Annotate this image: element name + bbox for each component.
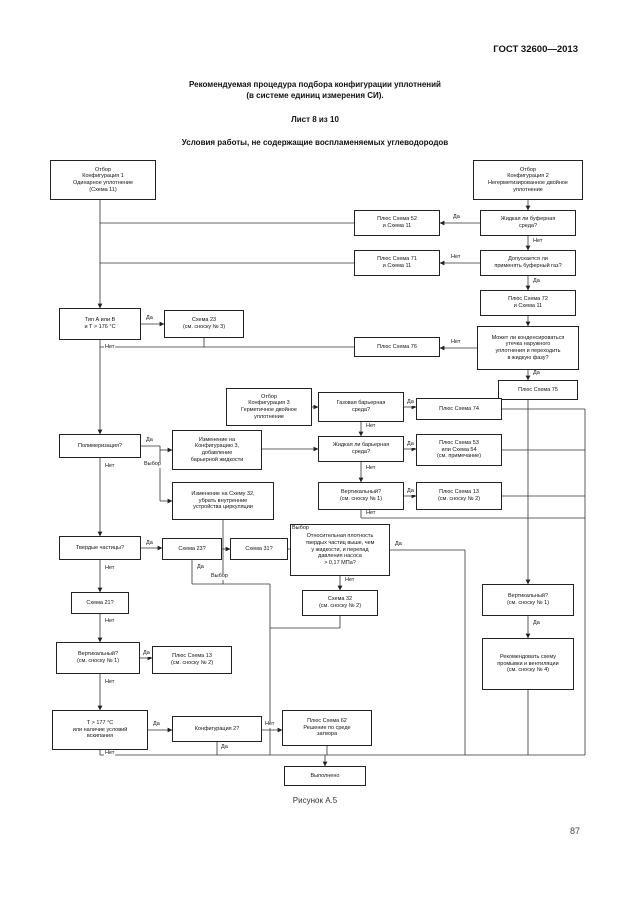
node-start-config2: Отбор Конфигурация 2 Негерметизированное… (473, 160, 583, 200)
node-plus-plan76: Плюс Схема 76 (354, 337, 440, 357)
node-plus-plan53-54: Плюс Схема 53 или Схема 54 (см. примечан… (416, 434, 502, 466)
decision-config2: Конфигурация 2? (172, 716, 262, 742)
decision-liquid-barrier: Жидкая ли барьерная среда? (318, 436, 404, 462)
decision-buffer-gas: Допускается ли применять буферный газ? (480, 250, 576, 276)
decision-type-ab-temp: Тип А или В и Т > 176 °С (59, 308, 141, 340)
decision-gas-barrier: Газовая барьерная среда? (318, 392, 404, 422)
edge-label-no: Нет (104, 344, 116, 351)
edge-label-no: Нет (264, 721, 276, 728)
edge-label-no: Нет (104, 750, 116, 757)
edge-label-yes: Да (532, 620, 541, 627)
edge-label-yes: Да (406, 399, 415, 406)
edge-label-yes: Да (220, 744, 229, 751)
edge-label-choice: Выбор (143, 461, 162, 468)
edge-label-yes: Да (196, 564, 205, 571)
node-plus-plan72: Плюс Схема 72 и Схема 11 (480, 290, 576, 316)
decision-plan23: Схема 23? (162, 538, 222, 560)
node-plan32-note2: Схема 32 (см. сноску № 2) (302, 590, 378, 616)
decision-plan21: Схема 21? (71, 592, 129, 614)
edge-label-yes: Да (406, 488, 415, 495)
edge-label-yes: Да (452, 214, 461, 221)
node-plan23-note3: Схема 23 (см. сноску № 3) (164, 310, 244, 338)
edge-label-no: Нет (365, 510, 377, 517)
decision-vertical-right: Вертикальный? (см. сноску № 1) (482, 584, 574, 616)
edge-label-choice: Выбор (291, 525, 310, 532)
edge-label-yes: Да (145, 437, 154, 444)
node-plus-plan62: Плюс Схема 62 Решение по среде затвора (282, 710, 372, 746)
edge-label-no: Нет (104, 679, 116, 686)
edge-label-no: Нет (104, 463, 116, 470)
node-plus-plan13-left: Плюс Схема 13 (см. сноску № 2) (152, 646, 232, 674)
edge-label-no: Нет (450, 254, 462, 261)
node-plus-plan71: Плюс Схема 71 и Схема 11 (354, 250, 440, 276)
edge-label-yes: Да (145, 315, 154, 322)
edge-label-yes: Да (532, 278, 541, 285)
page-title: Рекомендуемая процедура подбора конфигур… (189, 80, 441, 100)
decision-solids-density: Относительная плотность твердых частиц в… (290, 524, 390, 576)
decision-polymerizing: Полимеризация? (59, 434, 141, 458)
node-change-plan32: Изменение на Схему 32, убрать внутренние… (172, 482, 274, 520)
node-plus-plan13-mid: Плюс Схема 13 (см. сноску № 2) (416, 482, 502, 510)
standard-number: ГОСТ 32600—2013 (493, 44, 578, 55)
decision-temperature: Т > 177 °С или наличие условий вскипания (52, 710, 148, 750)
edge-label-no: Нет (450, 339, 462, 346)
node-plus-plan75: Плюс Схема 75 (498, 380, 578, 400)
edge-label-yes: Да (532, 370, 541, 377)
edge-label-no: Нет (104, 565, 116, 572)
edge-label-no: Нет (532, 238, 544, 245)
edge-label-yes: Да (406, 441, 415, 448)
condition-subtitle: Условия работы, не содержащие воспламеня… (181, 138, 449, 147)
node-plus-plan52: Плюс Схема 52 и Схема 11 (354, 210, 440, 236)
page-number: 87 (569, 826, 580, 836)
node-start-config1: Отбор Конфигурация 1 Одинарное уплотнени… (50, 160, 156, 200)
edge-label-no: Нет (365, 423, 377, 430)
node-change-config3: Изменение на Конфигурацию 3, добавление … (172, 430, 262, 470)
edge-label-yes: Да (394, 541, 403, 548)
sheet-number: Лист 8 из 10 (291, 115, 339, 124)
edge-label-no: Нет (365, 465, 377, 472)
edge-label-choice: Выбор (210, 573, 229, 580)
node-start-config3: Отбор Конфигурация 3 Герметичное двойное… (226, 388, 312, 426)
decision-vertical-left: Вертикальный? (см. сноску № 1) (56, 642, 140, 674)
decision-plan31: Схема 31? (230, 538, 288, 560)
edge-label-yes: Да (145, 540, 154, 547)
node-plus-plan74: Плюс Схема 74 (416, 398, 502, 420)
node-recommend-flush: Рекомендовать схему промывки и вентиляци… (482, 638, 574, 690)
decision-leak-condense: Может ли конденсироваться утечка наружно… (477, 326, 579, 370)
terminator-done: Выполнено (284, 766, 366, 786)
decision-solids: Твердые частицы? (59, 536, 141, 560)
edge-label-no: Нет (344, 577, 356, 584)
edge-label-yes: Да (142, 650, 151, 657)
edge-label-yes: Да (152, 721, 161, 728)
decision-buffer-liquid: Жидкая ли буферная среда? (480, 210, 576, 236)
figure-caption: Рисунок А.5 (292, 796, 338, 805)
decision-vertical-mid: Вертикальный? (см. сноску № 1) (318, 482, 404, 510)
edge-label-no: Нет (104, 618, 116, 625)
